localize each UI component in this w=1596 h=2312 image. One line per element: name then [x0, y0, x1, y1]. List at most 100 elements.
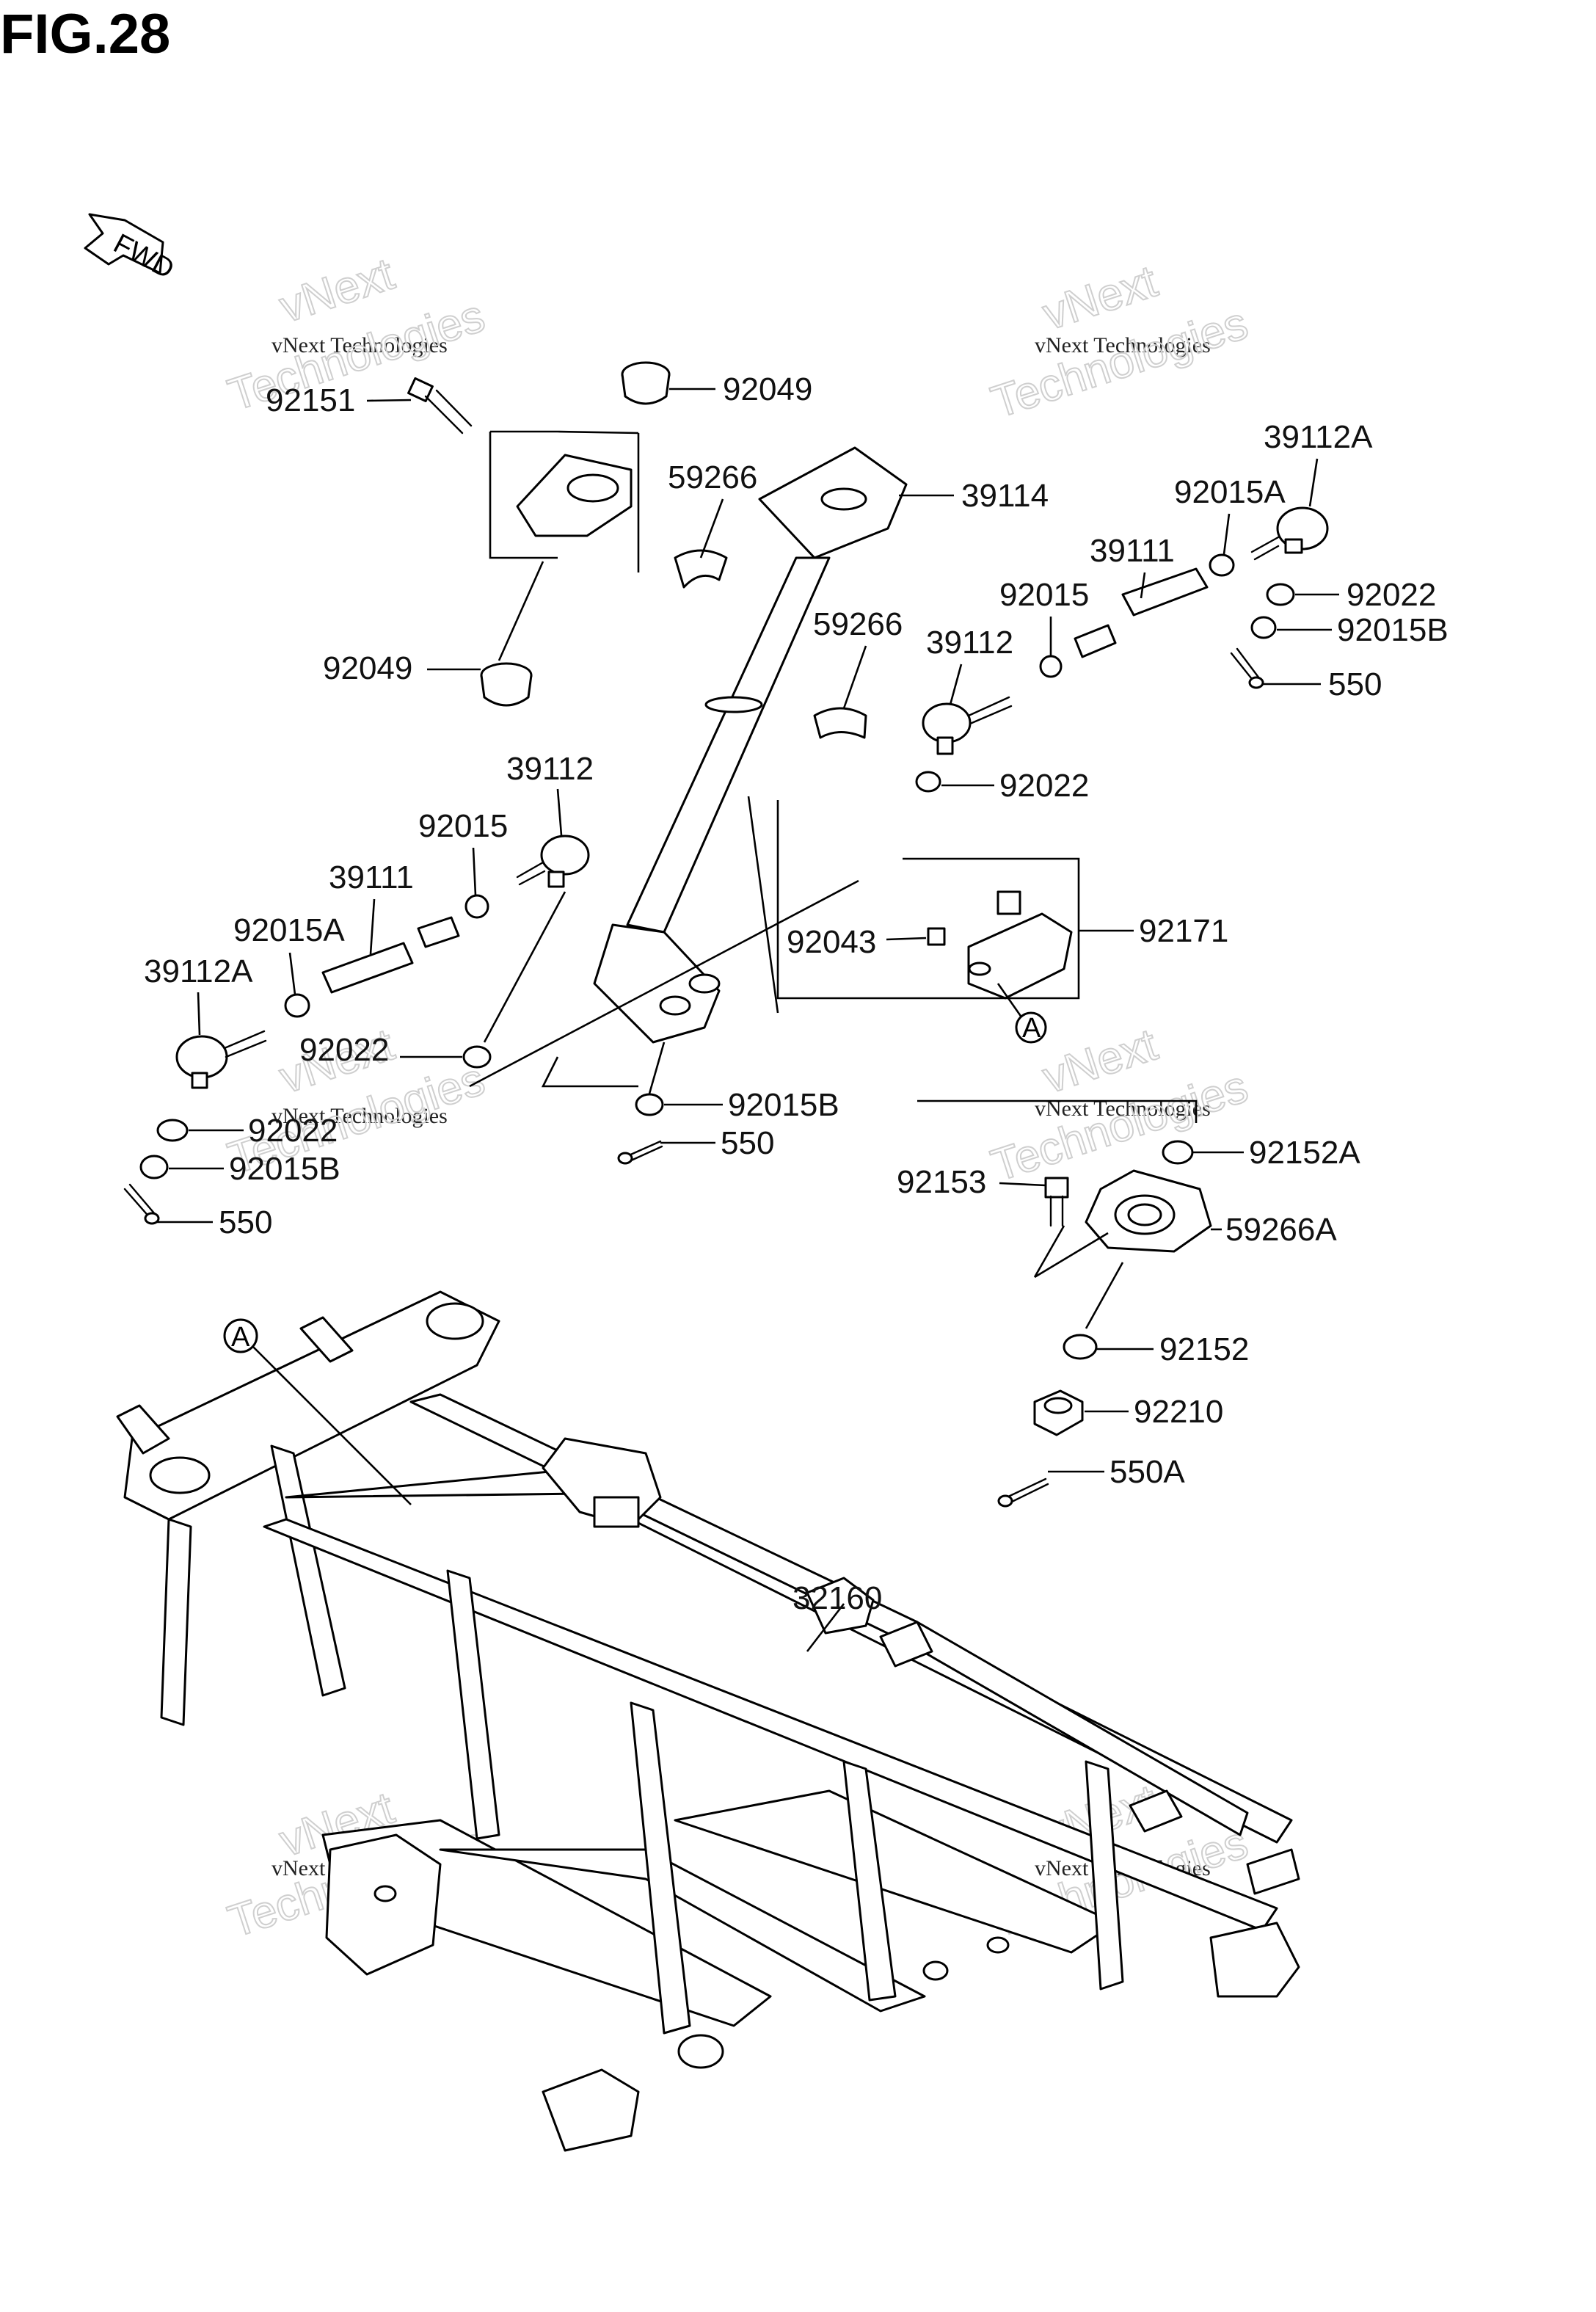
- svg-text:vNext Technologies: vNext Technologies: [1035, 333, 1211, 357]
- svg-text:92210: 92210: [1134, 1394, 1223, 1430]
- label-92043: 92043: [787, 924, 927, 960]
- svg-text:39111: 39111: [329, 859, 414, 895]
- svg-text:92015: 92015: [418, 808, 508, 844]
- svg-text:59266A: 59266A: [1225, 1212, 1337, 1248]
- label-59266A: 59266A: [1211, 1212, 1337, 1248]
- bearing-group: [997, 1140, 1212, 1508]
- svg-text:39112A: 39112A: [1264, 419, 1373, 455]
- nut-92015-right: [1039, 655, 1063, 678]
- seal-92152: [1063, 1334, 1098, 1360]
- cotter-pin-550A: [997, 1477, 1049, 1508]
- tie-rod-left-group: [123, 835, 859, 1225]
- svg-text:vNext: vNext: [1037, 1019, 1163, 1104]
- label-550-center: 550: [660, 1125, 774, 1161]
- cotter-pin-550-left: [123, 1183, 160, 1225]
- svg-text:32160: 32160: [792, 1580, 882, 1616]
- svg-text:39112: 39112: [926, 625, 1013, 661]
- label-92015-right: 92015: [999, 577, 1089, 656]
- svg-text:550: 550: [721, 1125, 774, 1161]
- svg-text:92022: 92022: [999, 768, 1089, 804]
- nut-92015-left: [464, 894, 489, 919]
- frame-32160: [116, 1290, 1300, 2152]
- upper-clamp-bracket: [516, 454, 633, 537]
- svg-text:92049: 92049: [323, 650, 412, 686]
- bushing-59266-lower: [813, 707, 867, 739]
- watermark-top-right: vNext vNext Technologies Technologies: [985, 255, 1255, 429]
- tie-rod-end-39112-right: [922, 696, 1013, 755]
- tie-rod-39111-right: [1121, 567, 1209, 617]
- tie-rod-39111-left: [321, 942, 414, 994]
- tie-rod-end-39112A-left: [175, 1030, 267, 1089]
- svg-text:550A: 550A: [1109, 1454, 1185, 1490]
- washer-92022-right: [1266, 583, 1295, 606]
- bearing-housing-59266A: [1085, 1169, 1212, 1253]
- watermark-top-left: vNext vNext Technologies Technologies: [222, 248, 492, 422]
- svg-text:vNext: vNext: [274, 249, 400, 333]
- nut-92015A-left: [284, 993, 310, 1018]
- svg-text:59266: 59266: [813, 606, 903, 642]
- label-92015B-left: 92015B: [169, 1151, 340, 1187]
- fwd-arrow-icon: FWD: [84, 213, 179, 286]
- svg-text:A: A: [231, 1322, 250, 1353]
- tie-rod-end-39112-left: [516, 835, 590, 888]
- label-92210: 92210: [1085, 1394, 1223, 1430]
- svg-text:92152A: 92152A: [1249, 1135, 1360, 1171]
- svg-text:92015: 92015: [999, 577, 1089, 613]
- collar-92049-upper: [621, 361, 671, 405]
- label-92022-right: 92022: [1295, 577, 1436, 613]
- label-92015A-left: 92015A: [233, 912, 345, 995]
- nut-92015B-left: [139, 1155, 169, 1179]
- label-39114: 39114: [899, 478, 1049, 514]
- label-39112-right: 39112: [926, 625, 1013, 705]
- label-92022-left-mid: 92022: [299, 1032, 462, 1068]
- label-92049-upper: 92049: [669, 371, 812, 407]
- bushing-59266-upper: [674, 549, 728, 589]
- watermark-mid-right: vNext vNext Technologies Technologies: [985, 1019, 1255, 1193]
- bolt-92151: [407, 377, 473, 435]
- label-92015B-center: 92015B: [664, 1087, 839, 1123]
- nut-92015A-right: [1209, 553, 1235, 577]
- label-92171: 92171: [1079, 913, 1228, 949]
- svg-text:92151: 92151: [266, 382, 355, 418]
- svg-text:92022: 92022: [248, 1113, 338, 1149]
- svg-text:92015A: 92015A: [1174, 474, 1286, 510]
- svg-text:550: 550: [1328, 666, 1382, 702]
- svg-text:39112: 39112: [506, 751, 594, 787]
- sleeve-right: [1074, 624, 1117, 658]
- svg-text:550: 550: [219, 1204, 272, 1240]
- svg-text:vNext Technologies: vNext Technologies: [272, 333, 448, 357]
- seal-92152A: [1162, 1140, 1194, 1165]
- tie-rod-end-39112A-right: [1250, 506, 1329, 561]
- label-92015A-right: 92015A: [1174, 474, 1286, 555]
- part-labels: 92151 92049 59266 39114 92015A 39112A 39…: [144, 371, 1449, 1616]
- steering-stem-assembly: A: [407, 361, 1080, 1165]
- svg-text:39114: 39114: [961, 478, 1049, 514]
- cotter-pin-550-center: [617, 1140, 663, 1165]
- nut-92015B-center: [635, 1093, 664, 1116]
- label-550-right: 550: [1262, 666, 1382, 702]
- figure-title: FIG.28: [0, 3, 170, 65]
- svg-text:92153: 92153: [897, 1164, 986, 1200]
- washer-92022-left-mid: [462, 1045, 492, 1069]
- label-39112A-left: 39112A: [144, 953, 253, 1036]
- svg-text:92022: 92022: [1347, 577, 1436, 613]
- lower-clamp-92171: [967, 890, 1073, 1000]
- svg-text:39111: 39111: [1090, 533, 1175, 569]
- label-92015-left: 92015: [418, 808, 508, 896]
- label-92153: 92153: [897, 1164, 1046, 1200]
- svg-text:92022: 92022: [299, 1032, 389, 1068]
- label-92152A: 92152A: [1192, 1135, 1360, 1171]
- svg-text:A: A: [1022, 1013, 1041, 1044]
- label-32160: 32160: [792, 1580, 882, 1616]
- svg-text:92015B: 92015B: [229, 1151, 340, 1187]
- svg-text:39112A: 39112A: [144, 953, 253, 989]
- nut-92210: [1033, 1389, 1084, 1436]
- label-39111-left: 39111: [329, 859, 414, 955]
- svg-text:92049: 92049: [723, 371, 812, 407]
- collar-92043: [927, 927, 946, 946]
- label-550A: 550A: [1048, 1454, 1185, 1490]
- label-550-left: 550: [156, 1204, 272, 1240]
- svg-text:92043: 92043: [787, 924, 876, 960]
- label-39112-left: 39112: [506, 751, 594, 836]
